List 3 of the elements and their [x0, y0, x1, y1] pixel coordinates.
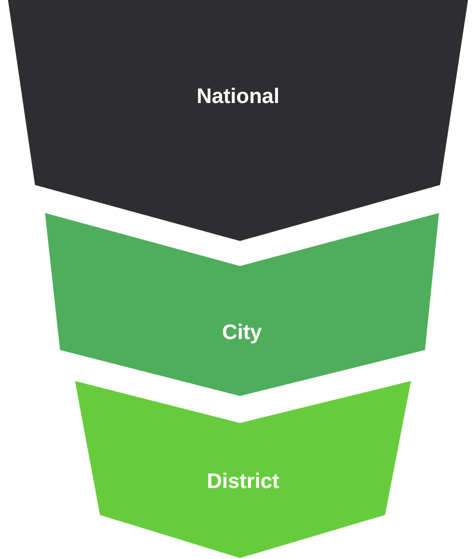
- level-label: District: [206, 469, 280, 495]
- level-label: National: [196, 84, 280, 110]
- level-label: City: [222, 320, 262, 346]
